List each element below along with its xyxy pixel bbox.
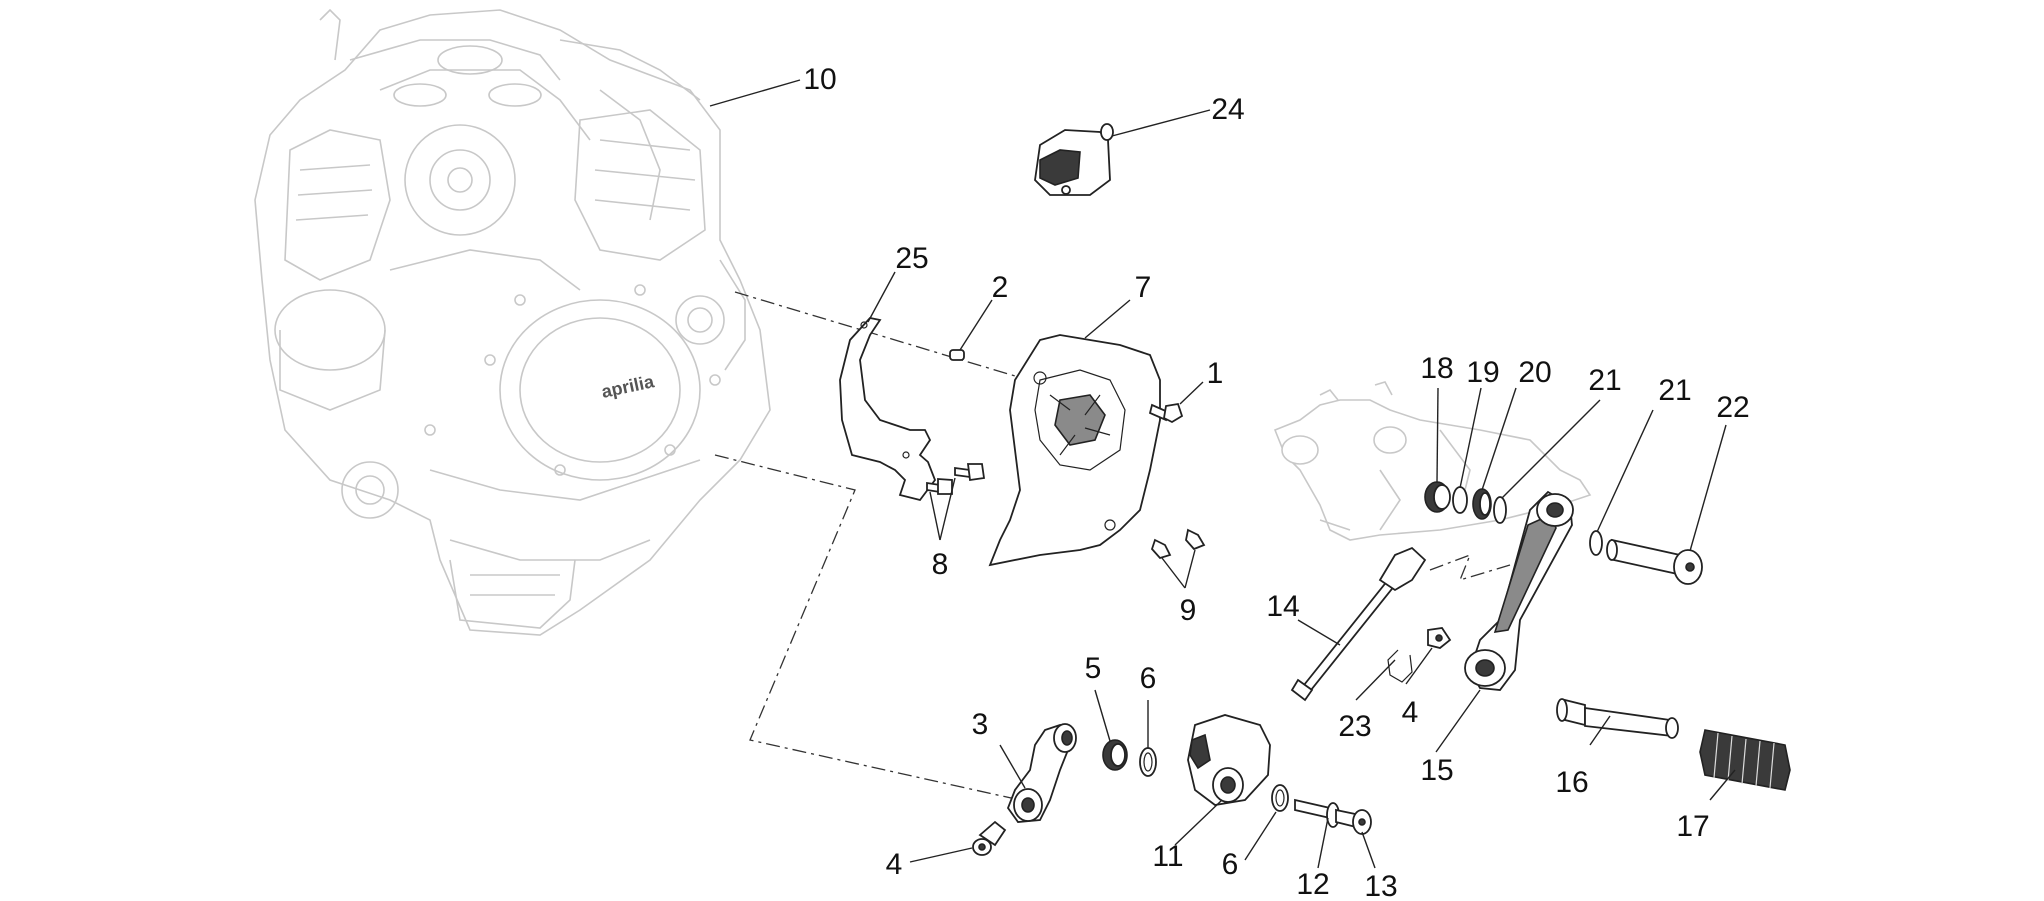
callout-5: 5 xyxy=(1085,652,1102,685)
part-4-bolt-upper xyxy=(1427,627,1452,649)
part-22-pin xyxy=(1606,538,1703,585)
callout-11: 11 xyxy=(1152,840,1183,873)
part-16-peg-pin xyxy=(1556,698,1679,739)
part-25-gasket xyxy=(839,317,937,502)
part-23-circlip xyxy=(1387,649,1413,683)
callout-8: 8 xyxy=(932,548,949,581)
leader-lines xyxy=(709,79,1736,869)
brand-text: aprilia xyxy=(600,371,657,402)
callout-18: 18 xyxy=(1420,352,1453,385)
engine-assembly: aprilia xyxy=(254,8,771,636)
part-17-rubber-peg xyxy=(1699,729,1791,791)
callout-19: 19 xyxy=(1466,356,1499,389)
callout-4-lower: 4 xyxy=(886,848,903,881)
ring-stack-18-21 xyxy=(1424,481,1603,556)
callout-21-upper: 21 xyxy=(1588,364,1621,397)
part-7-cover xyxy=(988,334,1161,567)
part-6-washer-upper xyxy=(1139,747,1157,777)
part-4-bolt-lower xyxy=(972,820,1007,856)
part-8-screws xyxy=(926,463,986,495)
part-2-dowel xyxy=(949,349,965,361)
part-11-housing xyxy=(1187,714,1271,806)
callout-6-upper: 6 xyxy=(1140,662,1157,695)
callout-12: 12 xyxy=(1296,868,1329,901)
callout-9: 9 xyxy=(1180,594,1197,627)
part-1-screw xyxy=(1148,402,1184,424)
part-15-lever xyxy=(1464,490,1574,691)
callout-10: 10 xyxy=(803,63,836,96)
callout-7: 7 xyxy=(1135,271,1152,304)
callout-24: 24 xyxy=(1211,93,1244,126)
callout-13: 13 xyxy=(1364,870,1397,901)
callout-21-lower: 21 xyxy=(1658,374,1691,407)
part-9-screws xyxy=(1150,528,1206,560)
callout-15: 15 xyxy=(1420,754,1453,787)
callout-4-upper: 4 xyxy=(1402,696,1419,729)
callout-3: 3 xyxy=(972,708,989,741)
callout-1: 1 xyxy=(1207,357,1224,390)
callout-labels: 10 24 25 2 7 1 8 9 18 19 20 21 21 22 14 … xyxy=(803,63,1749,901)
part-6-washer-lower xyxy=(1271,784,1289,812)
callout-16: 16 xyxy=(1555,766,1588,799)
callout-6-lower: 6 xyxy=(1222,848,1239,881)
callout-2: 2 xyxy=(992,271,1009,304)
footpeg-bracket-outline xyxy=(1273,381,1592,541)
callout-22: 22 xyxy=(1716,391,1749,424)
part-3-arm xyxy=(1006,723,1077,823)
callout-14: 14 xyxy=(1266,590,1299,623)
part-14-rod xyxy=(1290,546,1427,702)
alignment-lines xyxy=(714,291,1511,801)
part-24-sensor xyxy=(1034,123,1114,196)
callout-17: 17 xyxy=(1676,810,1709,843)
part-5-bushing xyxy=(1102,739,1128,771)
callout-25: 25 xyxy=(895,242,928,275)
part-12-pin xyxy=(1294,798,1372,835)
callout-23: 23 xyxy=(1338,710,1371,743)
callout-20: 20 xyxy=(1518,356,1551,389)
